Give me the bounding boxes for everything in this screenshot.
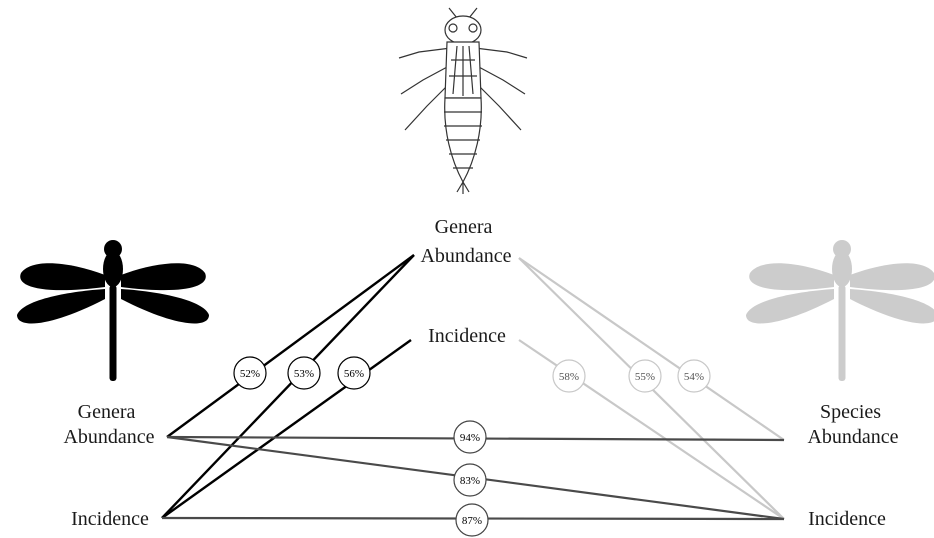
node-label-right-incidence: Incidence [808,508,886,530]
edge-label-bubble: 55% [629,360,661,392]
edge-label-bubble: 52% [234,357,266,389]
edge-label-text: 53% [294,368,314,380]
edge-label-bubble: 53% [288,357,320,389]
edge-label-text: 56% [344,368,364,380]
node-label-top-incidence: Incidence [428,325,506,347]
dragonfly-gray-icon [746,240,934,381]
node-label-left-genera-abundance: Genera Abundance [63,401,154,448]
edge-label-bubble: 56% [338,357,370,389]
edge-label-text: 54% [684,371,704,383]
edge-line [162,255,414,518]
node-label-right-species-abundance: Species Abundance [807,401,898,448]
edge-label-bubble: 83% [454,464,486,496]
edge-label-text: 83% [460,475,480,487]
edge-label-bubble: 87% [456,504,488,536]
dragonfly-black-icon [17,240,209,381]
edge-label-text: 55% [635,371,655,383]
larva-icon [399,8,527,194]
edge-line [167,255,414,437]
edge-label-bubble: 94% [454,421,486,453]
edge-label-bubble: 58% [553,360,585,392]
edge-label-text: 94% [460,432,480,444]
edges-layer: 52% 53% 56% 58% 55% 54% 94% 83% 87% [162,255,784,536]
node-label-left-incidence: Incidence [71,508,149,530]
edge-line [162,340,411,518]
edge-label-bubble: 54% [678,360,710,392]
edge-label-text: 52% [240,368,260,380]
edge-label-text: 87% [462,515,482,527]
edge-line [519,258,784,440]
edge-label-text: 58% [559,371,579,383]
node-label-top-genera-abundance: Genera Abundance [420,216,511,267]
edge-labels: 52% 53% 56% 58% 55% 54% 94% 83% 87% [234,357,710,536]
